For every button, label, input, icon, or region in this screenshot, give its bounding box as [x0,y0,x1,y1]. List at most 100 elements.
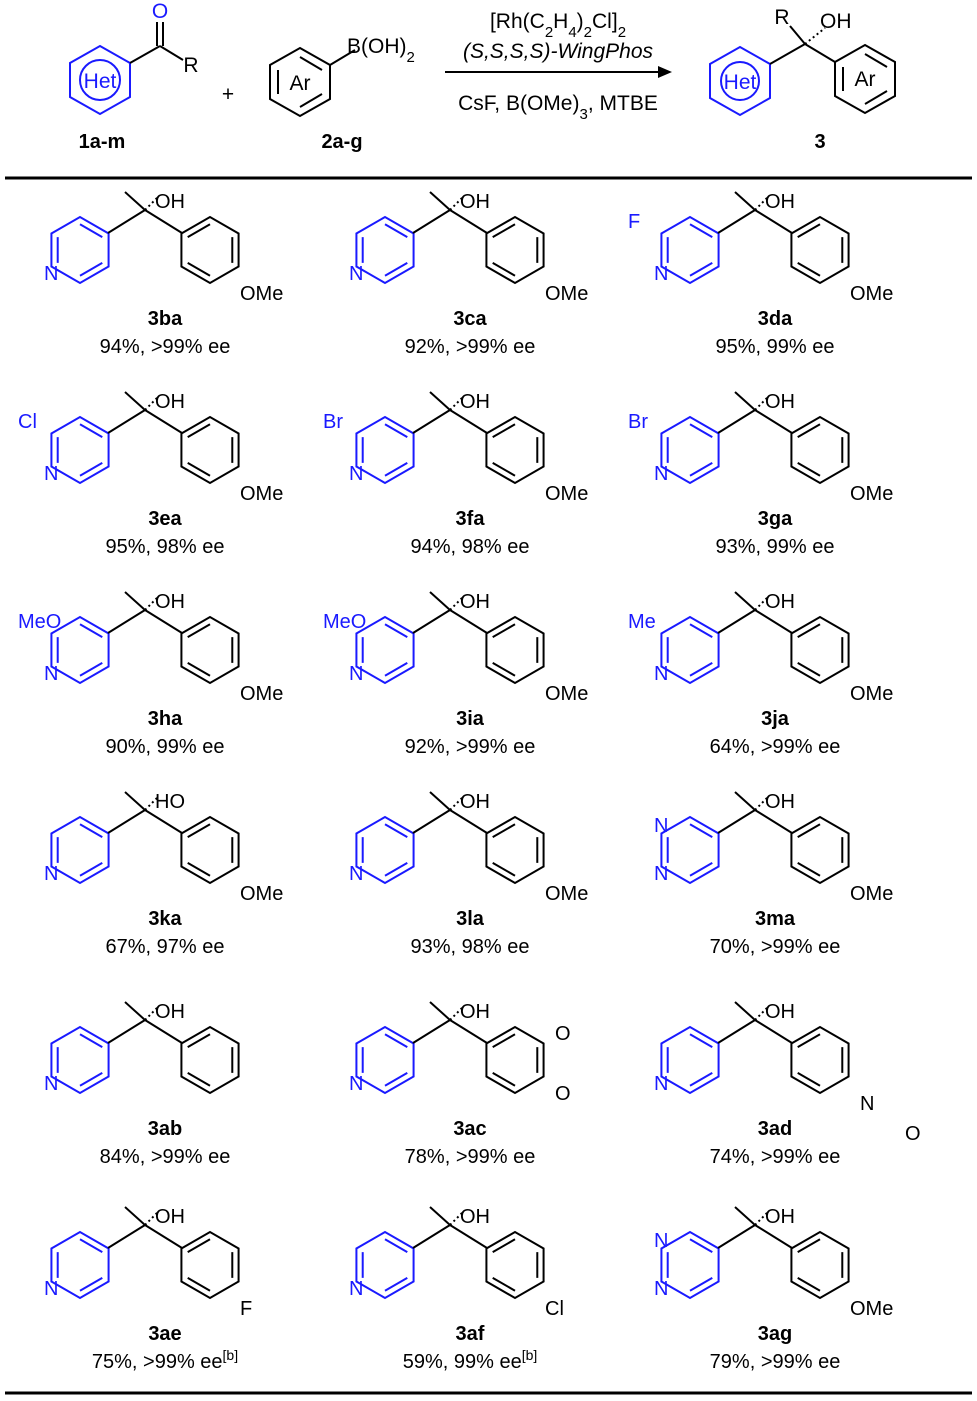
compound-code: 3ea [148,508,182,530]
yield-ee-label: 94%, 98% ee [411,536,530,558]
hydroxyl-label: OH [155,1001,185,1023]
hydroxyl-label: OH [460,1206,490,1228]
ring-nitrogen-label: N [654,463,668,485]
ring-nitrogen-2-label: N [654,1230,668,1252]
compound-code: 3ka [148,908,182,930]
aryl-substituent-label: OMe [850,883,893,905]
ring-nitrogen-label: N [654,663,668,685]
compound-code: 3da [758,308,793,330]
ring-nitrogen-2-label: N [654,815,668,837]
ring-nitrogen-label: N [44,663,58,685]
yield-ee-label: 90%, 99% ee [106,736,225,758]
het-substituent-label: Br [323,411,343,433]
yield-ee-label: 84%, >99% ee [100,1146,231,1168]
ring-nitrogen-label: N [654,263,668,285]
hydroxyl-label: OH [460,791,490,813]
ring-nitrogen-label: N [349,863,363,885]
compound-code: 3la [456,908,485,930]
compound-code: 3ia [456,708,485,730]
aryl-substituent-label: OMe [240,683,283,705]
hydroxyl-label: OH [765,391,795,413]
aryl-substituent-label: OMe [850,283,893,305]
compound-code: 3ga [758,508,793,530]
compound-code: 3ma [755,908,796,930]
ring-nitrogen-label: N [44,1073,58,1095]
aryl-substituent-label: OMe [240,483,283,505]
yield-ee-label: 78%, >99% ee [405,1146,536,1168]
ar-ring-label-2: Ar [855,68,876,91]
aryl-substituent-label: OMe [545,483,588,505]
het-ring-label-2: Het [724,71,757,94]
compound-code: 3ha [148,708,183,730]
hydroxyl-label: OH [155,591,185,613]
hydroxyl-label: HO [155,791,185,813]
dioxole-oxygen-2-label: O [555,1083,571,1105]
aryl-substituent-label: OMe [240,883,283,905]
ring-nitrogen-label: N [349,1278,363,1300]
ring-nitrogen-label: N [349,1073,363,1095]
ar-ring-label-1: Ar [290,72,311,95]
hydroxyl-label: OH [460,391,490,413]
hydroxyl-label: OH [765,1206,795,1228]
ring-nitrogen-label: N [44,1278,58,1300]
hydroxyl-label: OH [765,791,795,813]
aryl-substituent-label: Cl [545,1298,564,1320]
compound-code: 3ag [758,1323,792,1345]
yield-ee-label: 67%, 97% ee [106,936,225,958]
aryl-substituent-label: F [240,1298,252,1320]
het-ring-label-1: Het [84,70,117,93]
hydroxyl-label: OH [765,591,795,613]
het-substituent-label: MeO [323,611,366,633]
aryl-substituent-label: OMe [850,1298,893,1320]
yield-ee-label: 79%, >99% ee [710,1351,841,1373]
compound-code: 3ab [148,1118,182,1140]
ring-nitrogen-label: N [654,863,668,885]
het-substituent-label: Me [628,611,656,633]
reaction-scheme [5,22,972,1395]
compound-code: 3ae [148,1323,181,1345]
morpholine-nitrogen-label: N [860,1093,874,1115]
yield-ee-label: 94%, >99% ee [100,336,231,358]
product-oh-label: OH [820,10,852,33]
hydroxyl-label: OH [155,191,185,213]
ring-nitrogen-label: N [349,263,363,285]
compound-3la: OH N OMe 3la 93%, 98% ee [349,791,588,958]
conditions-label: CsF, B(OMe)3, MTBE [458,92,658,123]
compound-code: 3af [456,1323,485,1345]
het-substituent-label: F [628,211,640,233]
compound-3ab: OH N 3ab 84%, >99% ee [44,1001,240,1168]
yield-ee-label: 92%, >99% ee [405,736,536,758]
hydroxyl-label: OH [460,191,490,213]
yield-ee-label: 75%, >99% ee[b] [92,1347,238,1373]
hydroxyl-label: OH [765,1001,795,1023]
ring-nitrogen-label: N [44,263,58,285]
hydroxyl-label: OH [460,591,490,613]
yield-ee-label: 93%, 98% ee [411,936,530,958]
dioxole-oxygen-1-label: O [555,1023,571,1045]
aryl-substituent-label: OMe [850,683,893,705]
ring-nitrogen-label: N [44,863,58,885]
yield-ee-label: 93%, 99% ee [716,536,835,558]
footnote-marker: [b] [223,1347,239,1363]
compound-code: 3ja [761,708,790,730]
compound-code: 3ac [453,1118,486,1140]
r-substituent-label: R [183,54,198,77]
product-r-label: R [774,6,789,29]
reactant-2-structure [269,46,356,118]
ring-nitrogen-label: N [654,1073,668,1095]
aryl-substituent-label: OMe [545,883,588,905]
het-substituent-label: Br [628,411,648,433]
ring-nitrogen-label: N [654,1278,668,1300]
compound-3ag: OH N N OMe 3ag 79%, >99% ee [654,1206,893,1373]
scheme-labels: Het O R 1a-m + Ar B(OH)2 2a-g [Rh(C2H4)2… [79,0,876,153]
ketone-oxygen-label: O [152,0,168,23]
